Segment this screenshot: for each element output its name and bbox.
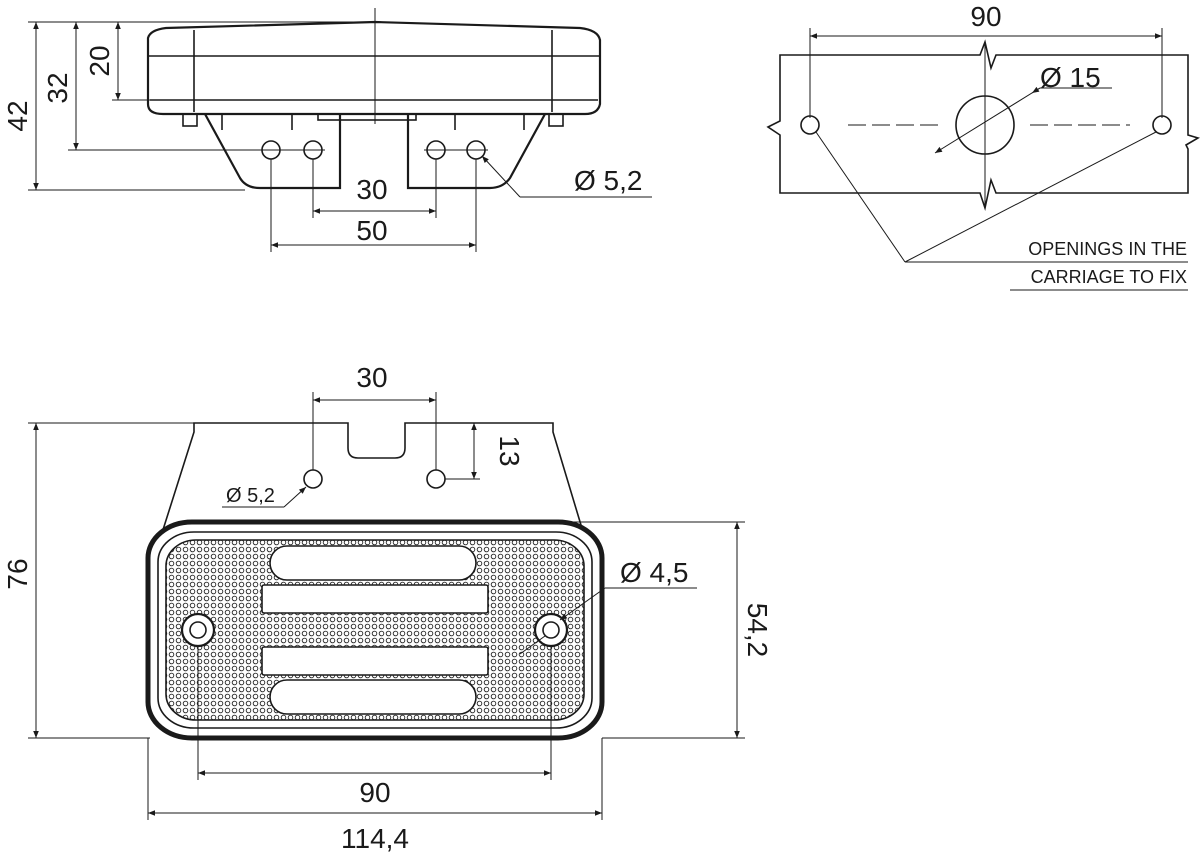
side-bracket-right — [406, 113, 546, 190]
carriage-hole-right — [1152, 115, 1172, 135]
dim-side-hole-spacing-inner: 30 — [356, 174, 387, 205]
front-bracket-hole — [426, 469, 446, 489]
dim-side-height-total: 42 — [2, 100, 33, 131]
dim-front-height-total: 76 — [2, 558, 33, 589]
dim-side-hole-spacing-outer: 50 — [356, 215, 387, 246]
dim-front-mount-hole: Ø 4,5 — [620, 557, 688, 588]
carriage-plate — [766, 39, 1200, 212]
dim-front-body-height: 54,2 — [742, 603, 773, 658]
dim-side-hole-diameter: Ø 5,2 — [574, 165, 642, 196]
front-mount-hole-left — [180, 612, 216, 648]
carriage-note-line2: CARRIAGE TO FIX — [1031, 267, 1187, 287]
dim-front-mount-spacing: 90 — [359, 777, 390, 808]
side-housing — [146, 20, 602, 116]
side-bracket-left — [204, 113, 342, 190]
dim-side-height-top: 20 — [84, 45, 115, 76]
dim-front-bracket-spacing: 30 — [356, 362, 387, 393]
dim-carriage-center-hole: Ø 15 — [1040, 62, 1101, 93]
dim-side-height-mid: 32 — [42, 72, 73, 103]
carriage-center-hole — [955, 95, 1015, 155]
dim-front-bracket-height: 13 — [494, 435, 525, 466]
carriage-note-line1: OPENINGS IN THE — [1028, 239, 1187, 259]
carriage-hole-left — [800, 115, 820, 135]
front-bracket — [153, 422, 592, 556]
front-view: 30 13 Ø 5,2 Ø 4,5 76 54,2 90 114,4 — [2, 362, 773, 854]
side-view: 42 32 20 30 50 Ø 5,2 — [2, 8, 652, 252]
dim-front-overall-width: 114,4 — [341, 823, 409, 854]
front-bracket-hole — [303, 469, 323, 489]
carriage-view: Ø 15 90 OPENINGS IN THE CARRIAGE TO FIX — [766, 1, 1200, 291]
dim-carriage-width: 90 — [970, 1, 1001, 32]
dim-front-bracket-hole: Ø 5,2 — [226, 485, 275, 507]
